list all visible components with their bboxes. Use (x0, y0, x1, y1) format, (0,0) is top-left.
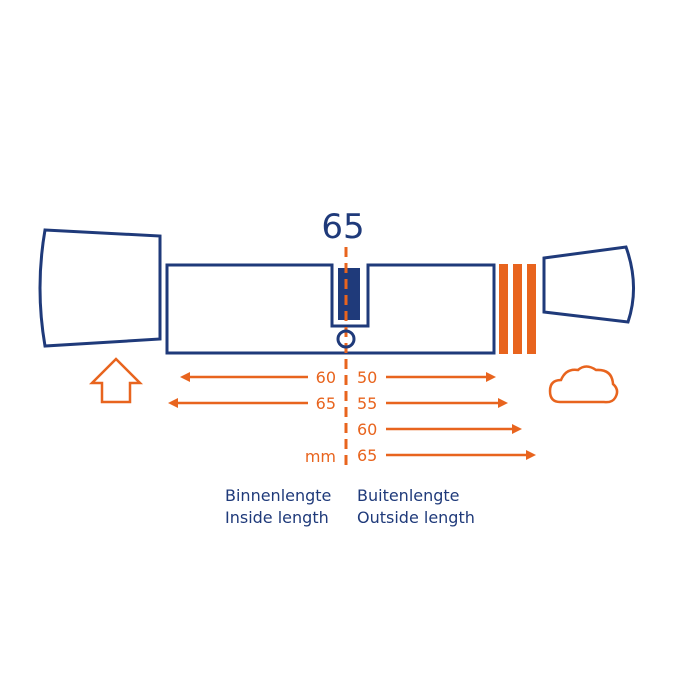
right-length-label: 60 (357, 420, 377, 439)
right-length-label: 55 (357, 394, 377, 413)
extension-bar-3 (527, 264, 536, 354)
right-arrow-50 (386, 372, 496, 382)
right-arrow-60 (386, 424, 522, 434)
right-arrow-65 (386, 450, 536, 460)
extension-bar-2 (513, 264, 522, 354)
cylinder-body (165, 263, 496, 355)
outside-length-caption-en: Outside length (357, 508, 475, 527)
left-length-label: 60 (316, 368, 336, 387)
outside-knob (542, 245, 636, 324)
right-length-label: 50 (357, 368, 377, 387)
cloud-icon (548, 365, 619, 404)
left-arrow-60 (180, 372, 308, 382)
left-length-label: 65 (316, 394, 336, 413)
extension-bar-1 (499, 264, 508, 354)
unit-label: mm (305, 447, 336, 466)
right-arrow-55 (386, 398, 508, 408)
inside-length-caption-nl: Binnenlengte (225, 486, 331, 505)
inside-length-caption-en: Inside length (225, 508, 329, 527)
outside-length-caption-nl: Buitenlengte (357, 486, 460, 505)
cam-block (338, 268, 360, 320)
cam-position-label: 65 (321, 207, 364, 247)
left-arrow-65 (168, 398, 308, 408)
home-icon (88, 357, 144, 404)
right-length-label: 65 (357, 446, 377, 465)
cam-pivot-circle (336, 329, 356, 349)
inside-knob (38, 228, 162, 348)
